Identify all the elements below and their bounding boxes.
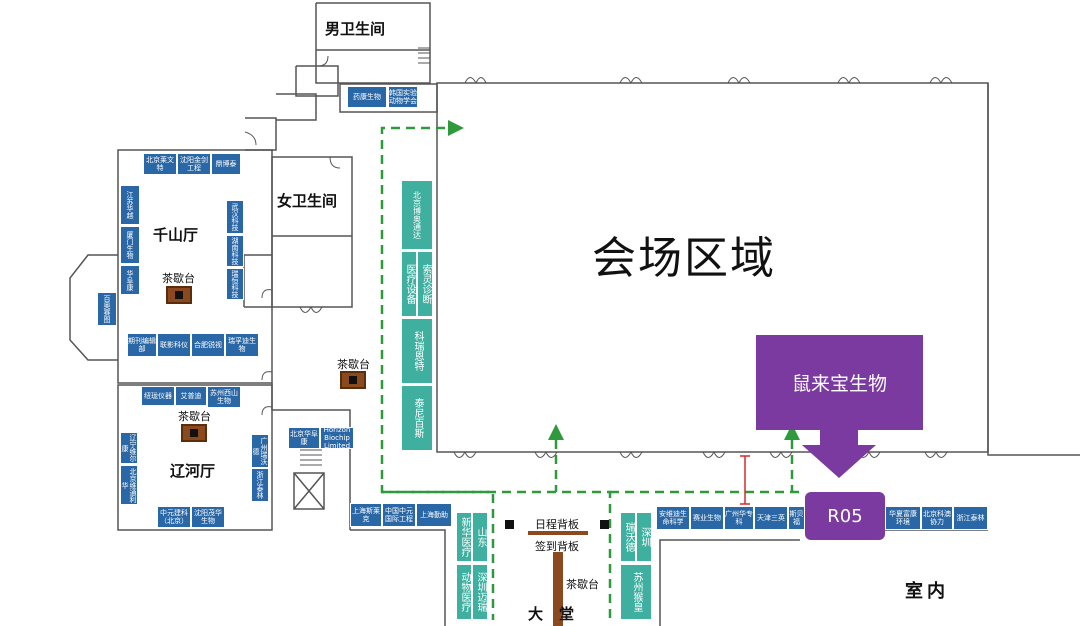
booth[interactable]: 厦门生物 [120,226,140,264]
booth[interactable]: 广州华专科 [724,506,754,530]
route-path [380,126,800,620]
tea-table-icon [181,424,207,442]
schedule-board-bar [528,531,588,535]
mens-restroom-label: 男卫生间 [325,20,386,38]
highlight-callout: 鼠来宝生物 [756,335,923,430]
qianshan-hall-label: 千山厅 [153,226,199,244]
booth[interactable]: 鼎博泰 [211,153,241,175]
booth[interactable]: 索灵诊断 [417,251,433,317]
booth[interactable]: 药康生物 [347,86,387,108]
booth[interactable]: 深圳迈瑞 [472,564,488,620]
booth[interactable]: 医疗设备 [401,251,417,317]
schedule-board-label: 日程背板 [535,518,579,531]
booth[interactable]: 江苏华越 [120,185,140,225]
lobby-desk [553,552,563,626]
booth[interactable]: 辽宁维尔康 [120,432,138,464]
booth[interactable]: 中国中元国际工程 [382,503,416,527]
liaohe-hall-label: 辽河厅 [170,462,216,480]
booth[interactable]: Horizon Biochip Limited [320,427,354,449]
signin-board-label: 签到背板 [535,540,579,553]
booth[interactable]: 艾普迪 [175,386,207,406]
tea-station-label: 茶歇台 [337,358,370,371]
booth[interactable]: 新华医疗 [456,512,472,562]
booth[interactable]: 深圳 [636,512,652,562]
stairs [300,47,430,466]
womens-restroom-label: 女卫生间 [277,192,338,210]
booth[interactable]: 上海斯莱克 [350,503,382,527]
booth[interactable]: 上海勤助 [416,503,452,527]
booth[interactable]: 华夏富康环境 [885,506,921,530]
venue-area-label: 会场区域 [592,233,776,284]
booth[interactable]: 苏州西山生物 [207,386,241,408]
booth[interactable]: 斯贝福 [788,506,805,530]
booth[interactable]: 天津三英 [754,506,788,530]
booth[interactable]: 湖南科技 [226,235,244,267]
booth[interactable]: 纽珑仪器 [141,386,175,406]
booth[interactable]: 沈阳茂华生物 [191,506,225,528]
booth[interactable]: 瑞孚迪生物 [225,333,259,357]
indoor-label: 室内 [905,581,949,602]
booth[interactable]: 北京华阜康 [288,427,320,449]
lobby-marker [600,520,609,529]
booth[interactable]: 瑞恒科技 [226,268,244,300]
booth[interactable]: 山东 [472,512,488,562]
booth[interactable]: 沈阳金剑工程 [177,153,211,175]
booth[interactable]: 安维迪生命科学 [656,506,690,530]
tea-table-icon [340,371,366,389]
booth[interactable]: 联影科仪 [157,333,191,357]
booth[interactable]: 科瑞恩特 [401,318,433,384]
booth[interactable]: 浙江泰林 [251,468,269,502]
booth[interactable]: 华阜康 [120,265,140,295]
walls [69,2,1080,626]
tea-station-label: 茶歇台 [178,410,211,423]
lobby-label: 大堂 [528,605,591,623]
booth[interactable]: 北京莱文特 [143,153,177,175]
booth[interactable]: 韩国实验动物学会 [388,86,418,108]
door-arcs [244,55,953,458]
lobby-marker [505,520,514,529]
callout-arrow [802,430,876,478]
booth[interactable]: 浙江泰林 [953,506,988,530]
booth[interactable]: 动物医疗 [456,564,472,620]
booth[interactable]: 广州瑞沃德 [251,434,269,468]
booth[interactable]: 北京博奥通达 [401,180,433,250]
red-marker [740,455,750,505]
booth[interactable]: 期刊编辑部 [127,333,157,357]
booth[interactable]: 武汉科技 [226,200,244,234]
booth[interactable]: 赛业生物 [690,506,724,530]
booth[interactable]: 北京科澳协力 [921,506,953,530]
booth[interactable]: 合肥锐视 [191,333,225,357]
tea-table-icon [166,286,192,304]
tea-station-label: 茶歇台 [566,578,599,591]
booth[interactable]: 苏州猴皇 [620,564,652,620]
booth-r05[interactable]: R05 [805,492,885,540]
route-arrows [448,120,800,440]
booth[interactable]: 泰尼百斯 [401,385,433,451]
booth[interactable]: 中元建科（北京） [157,506,191,528]
booth[interactable]: 瑞沃德 [620,512,636,562]
booth[interactable]: 北京维通利华 [120,465,138,505]
booth[interactable]: 百奥赛图 [97,292,117,326]
tea-station-label: 茶歇台 [162,272,195,285]
